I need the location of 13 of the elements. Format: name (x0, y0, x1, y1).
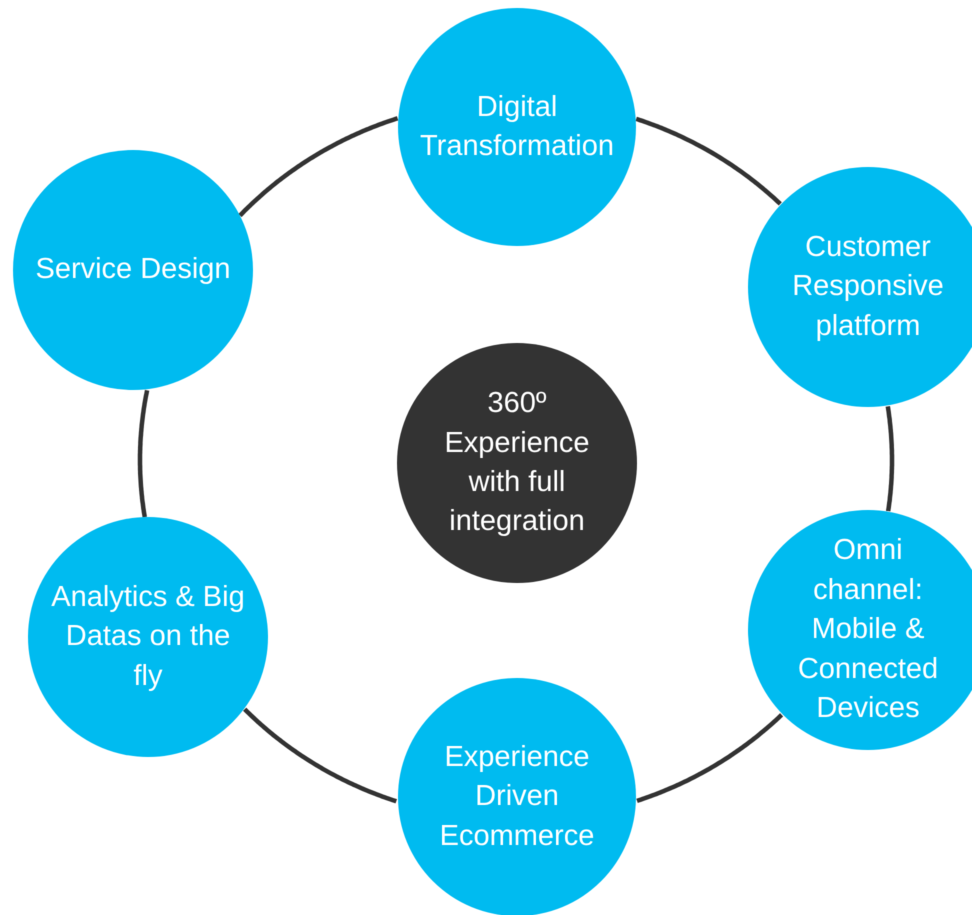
circle-label: Experience Driven Ecommerce (438, 740, 596, 854)
ring-connector (243, 708, 398, 804)
ring-connector (886, 406, 894, 512)
ring-connector (238, 116, 398, 218)
circle-label: 360º Experience with full integration (443, 386, 591, 540)
circle-label: Digital Transformation (419, 90, 615, 164)
circle-label: Omni channel: Mobile & Connected Devices (796, 533, 940, 726)
circle-label: Analytics & Big Datas on the fly (50, 580, 246, 694)
ring-connector (636, 116, 782, 206)
ring-connector (636, 713, 784, 804)
ring-connector (138, 390, 150, 518)
circle-label: Customer Responsive platform (791, 230, 945, 344)
circle-label: Service Design (35, 252, 231, 288)
